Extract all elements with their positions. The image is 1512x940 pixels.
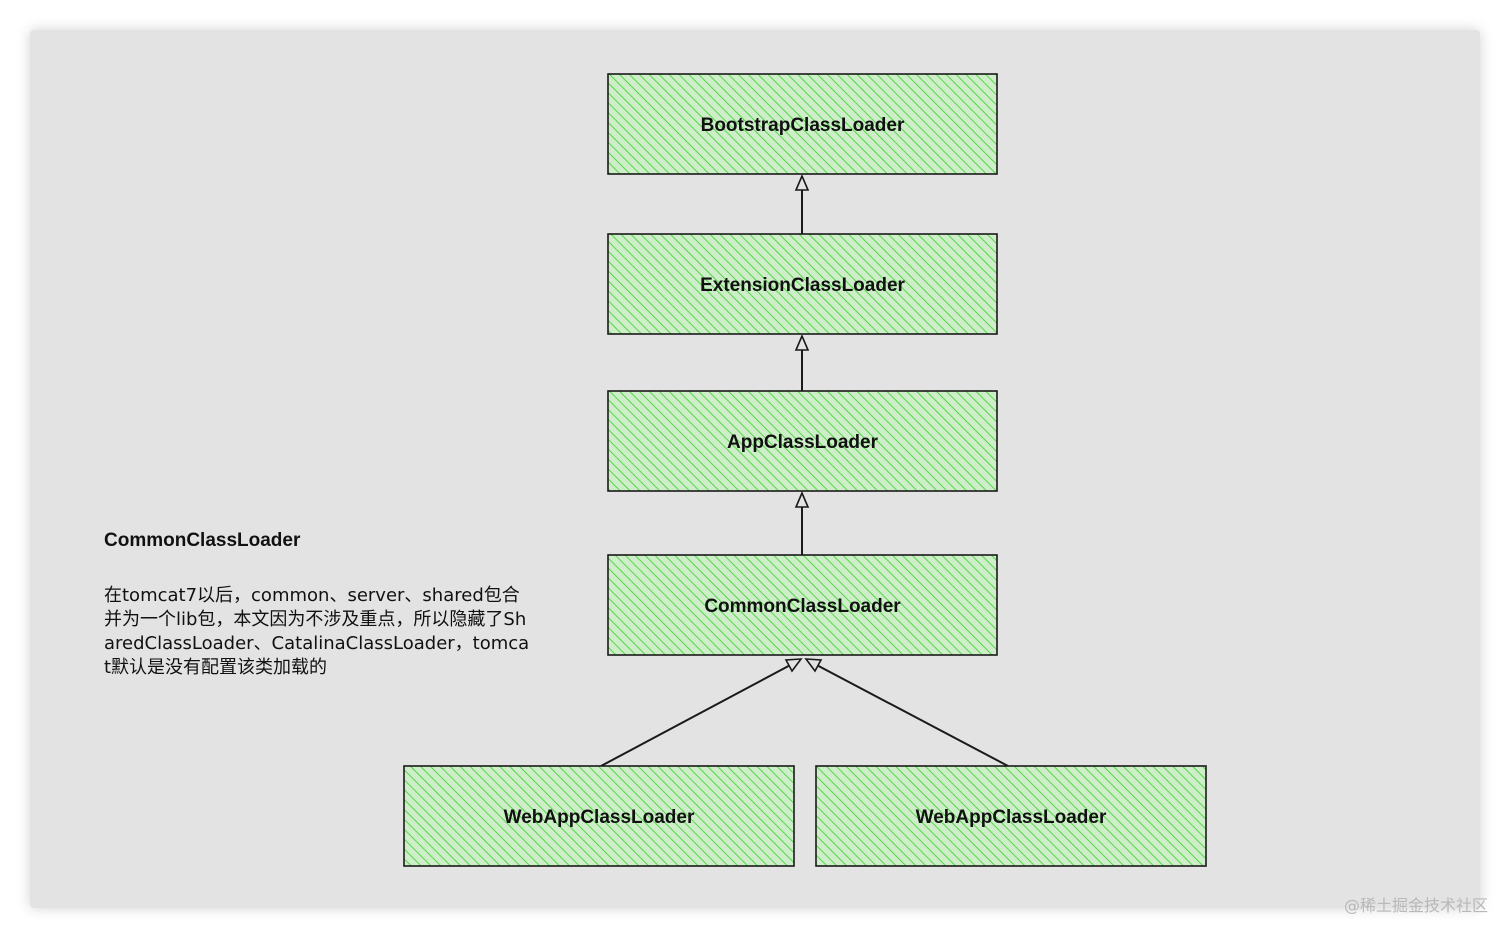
node-label: BootstrapClassLoader (701, 115, 905, 136)
arrowhead-icon (794, 173, 810, 191)
edge-app-to-extension (794, 333, 810, 391)
note-body: 在tomcat7以后，common、server、shared包合并为一个lib… (104, 585, 530, 678)
node-label: WebAppClassLoader (504, 807, 695, 828)
node-label: ExtensionClassLoader (700, 275, 905, 296)
edge-webapp-left-to-common (600, 658, 803, 767)
node-label: CommonClassLoader (704, 596, 901, 617)
annotation-note: CommonClassLoader 在tomcat7以后，common、serv… (104, 530, 534, 680)
edge-common-to-app (794, 490, 810, 555)
node-webapp-class-loader-right: WebAppClassLoader (815, 765, 1207, 867)
node-extension-class-loader: ExtensionClassLoader (607, 233, 998, 335)
arrowhead-icon (794, 333, 810, 351)
watermark: @稀土掘金技术社区 (1343, 896, 1488, 915)
arrowhead-icon (794, 490, 810, 508)
node-webapp-class-loader-left: WebAppClassLoader (403, 765, 795, 867)
note-title: CommonClassLoader (104, 530, 301, 551)
node-app-class-loader: AppClassLoader (607, 390, 998, 492)
node-label: WebAppClassLoader (916, 807, 1107, 828)
node-bootstrap-class-loader: BootstrapClassLoader (607, 73, 998, 175)
arrowhead-icon (784, 658, 803, 673)
edge-extension-to-bootstrap (794, 173, 810, 234)
edge-webapp-right-to-common (804, 658, 1009, 767)
node-label: AppClassLoader (727, 432, 879, 453)
arrowhead-icon (804, 658, 823, 673)
node-common-class-loader: CommonClassLoader (607, 554, 998, 656)
